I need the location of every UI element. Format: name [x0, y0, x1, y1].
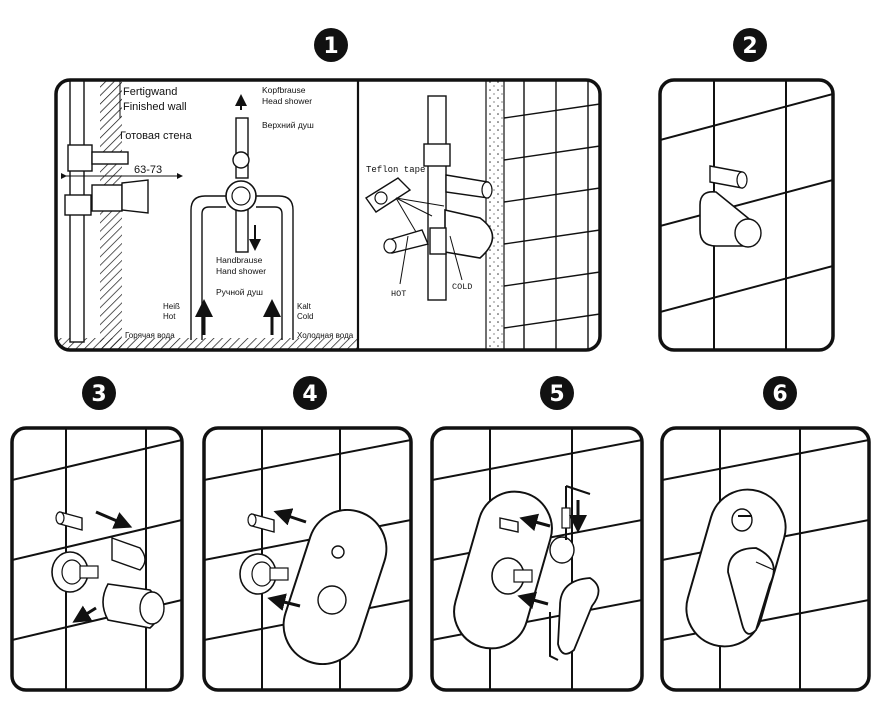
label-hot-de: Heiß [163, 302, 180, 311]
step-badge-1: 1 [314, 28, 348, 62]
label-head-en: Head shower [262, 96, 312, 106]
panel-step-1: Fertigwand Finished wall Готовая стена 6… [54, 78, 602, 352]
panel-step-3 [10, 426, 184, 692]
label-head-ru: Верхний душ [262, 120, 314, 130]
label-teflon-tape: Teflon tape [366, 165, 425, 175]
step-badge-6: 6 [763, 376, 797, 410]
label-hot-en: Hot [163, 312, 176, 321]
svg-text:5: 5 [549, 382, 564, 407]
step-badge-5: 5 [540, 376, 574, 410]
label-cold-ru: Холодная вода [297, 331, 354, 340]
svg-text:4: 4 [302, 382, 317, 407]
label-hot-ru: Горячая вода [125, 331, 175, 340]
label-wall-ru: Готовая стена [120, 130, 193, 142]
label-head-de: Kopfbrause [262, 85, 306, 95]
step-badge-2: 2 [733, 28, 767, 62]
svg-text:1: 1 [323, 34, 338, 59]
label-hand-en: Hand shower [216, 266, 266, 276]
label-hand-ru: Ручной душ [216, 287, 263, 297]
svg-text:6: 6 [772, 382, 787, 407]
label-cold-de: Kalt [297, 302, 312, 311]
label-cold-en: Cold [297, 312, 313, 321]
panel-step-4 [202, 426, 413, 692]
svg-text:2: 2 [742, 34, 757, 59]
label-hot-right: HOT [391, 289, 406, 299]
wall-section [100, 80, 122, 350]
label-hand-de: Handbrause [216, 255, 263, 265]
svg-text:3: 3 [91, 382, 106, 407]
panel-step-6 [660, 426, 871, 692]
step-badge-3: 3 [82, 376, 116, 410]
step-badge-4: 4 [293, 376, 327, 410]
panel-step-2 [658, 78, 835, 352]
label-wall-de: Fertigwand [123, 86, 177, 98]
floor-section [56, 338, 358, 350]
label-cold-right: COLD [452, 282, 472, 292]
label-dimension: 63-73 [134, 164, 162, 176]
label-wall-en: Finished wall [123, 101, 187, 113]
panel-step-5 [430, 426, 644, 692]
